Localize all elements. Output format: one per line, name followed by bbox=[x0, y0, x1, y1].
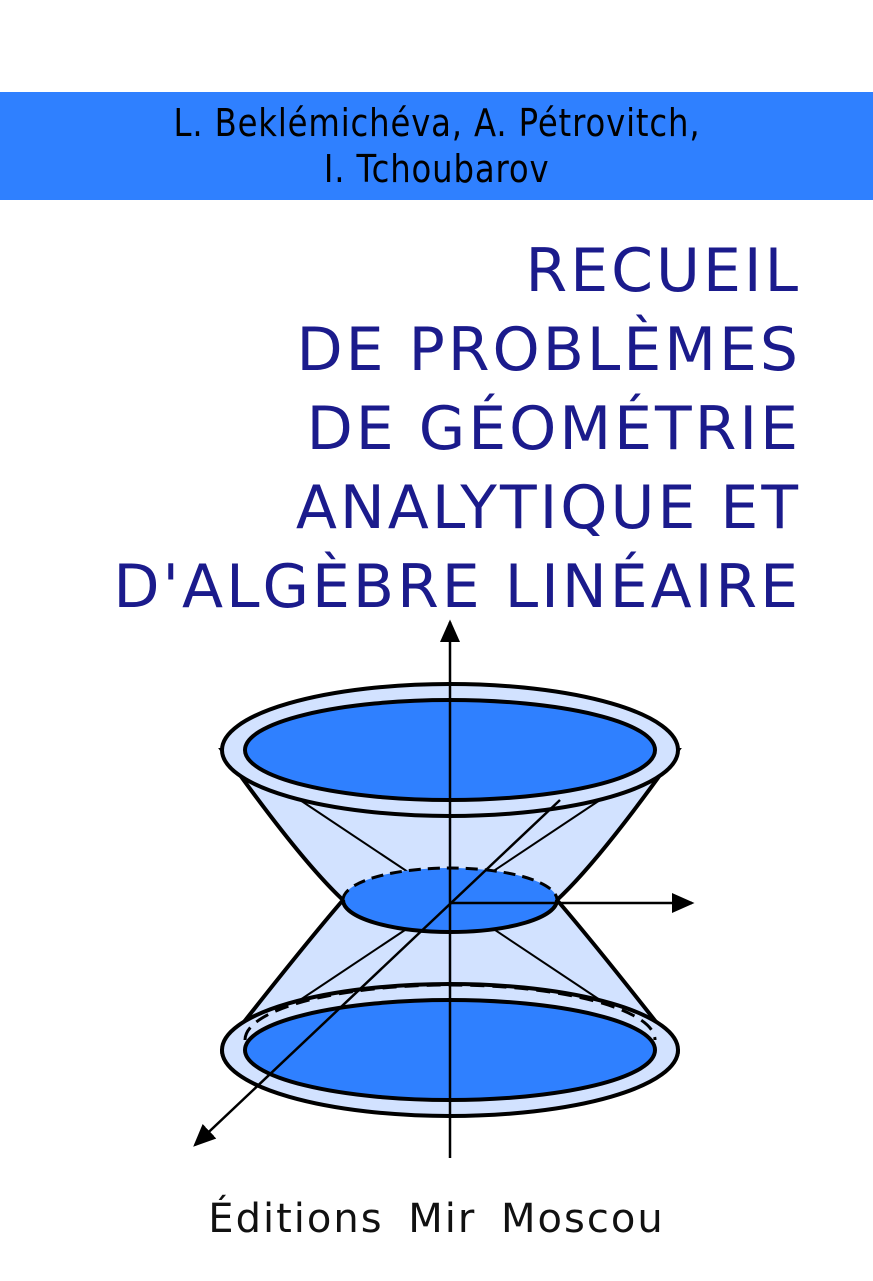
title-line: DE GÉOMÉTRIE bbox=[306, 394, 801, 464]
title-line: D'ALGÈBRE LINÉAIRE bbox=[113, 552, 801, 622]
authors-banner: L. Beklémichéva, A. Pétrovitch, I. Tchou… bbox=[0, 92, 873, 200]
title-line: RECUEIL bbox=[525, 236, 801, 306]
publisher: Éditions Mir Moscou bbox=[208, 1196, 665, 1242]
authors-line-1: L. Beklémichéva, A. Pétrovitch, bbox=[173, 101, 700, 145]
title-line: ANALYTIQUE ET bbox=[295, 473, 801, 543]
authors-line-2: I. Tchoubarov bbox=[323, 147, 550, 191]
title-line: DE PROBLÈMES bbox=[296, 315, 801, 385]
book-title: RECUEIL DE PROBLÈMES DE GÉOMÉTRIE ANALYT… bbox=[113, 232, 801, 627]
x-axis bbox=[193, 799, 561, 1147]
